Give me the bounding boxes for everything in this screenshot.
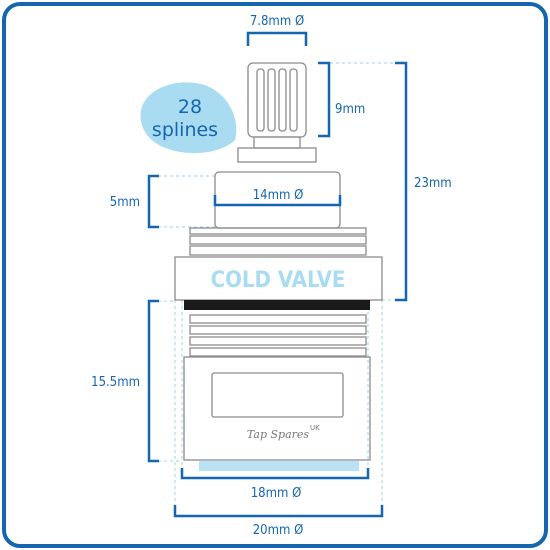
lower-body bbox=[183, 356, 371, 461]
dim-text-body-height: 15.5mm bbox=[91, 375, 140, 390]
valve-drawing bbox=[174, 62, 383, 301]
spline-4 bbox=[289, 68, 298, 132]
badge-label: splines bbox=[152, 119, 218, 141]
dim-text-thread-diameter: 20mm Ø bbox=[253, 523, 304, 538]
brand-suffix: UK bbox=[310, 424, 320, 432]
base-washer bbox=[199, 461, 359, 471]
splines-badge bbox=[140, 82, 237, 154]
dim-text-collar-height: 5mm bbox=[110, 195, 140, 210]
dim-collar-height bbox=[147, 174, 159, 229]
dimension-lines bbox=[147, 31, 408, 518]
thread-lower-1 bbox=[189, 314, 367, 324]
dim-thread-diameter bbox=[173, 505, 384, 518]
dim-text-base-diameter: 18mm Ø bbox=[251, 486, 302, 501]
body-window bbox=[211, 372, 344, 418]
dim-upper-height bbox=[395, 61, 408, 302]
spindle-shoulder bbox=[237, 147, 317, 163]
dim-collar-diameter bbox=[213, 195, 342, 207]
dim-text-collar-diameter: 14mm Ø bbox=[253, 188, 304, 203]
spindle-neck bbox=[253, 136, 301, 149]
thread-lower-4 bbox=[189, 347, 367, 357]
dim-body-height bbox=[147, 299, 159, 463]
valve-label: COLD VALVE bbox=[211, 268, 346, 293]
thread-lower-2 bbox=[189, 325, 367, 335]
dim-text-spindle-diameter: 7.8mm Ø bbox=[250, 14, 304, 29]
dim-spindle-height bbox=[318, 61, 331, 138]
spline-2 bbox=[267, 68, 276, 132]
dim-spindle-diameter bbox=[246, 31, 308, 46]
dim-base-diameter bbox=[180, 468, 370, 480]
badge-count: 28 bbox=[178, 96, 202, 118]
dim-text-spindle-height: 9mm bbox=[335, 102, 365, 117]
thread-upper-3 bbox=[189, 245, 367, 256]
o-ring-seal bbox=[184, 300, 370, 310]
brand-name: Tap Spares bbox=[247, 428, 309, 441]
spline-3 bbox=[278, 68, 287, 132]
thread-lower-3 bbox=[189, 336, 367, 346]
thread-upper-1 bbox=[189, 227, 367, 235]
spline-1 bbox=[256, 68, 265, 132]
dim-text-upper-height: 23mm bbox=[414, 176, 452, 191]
thread-upper-2 bbox=[189, 235, 367, 245]
